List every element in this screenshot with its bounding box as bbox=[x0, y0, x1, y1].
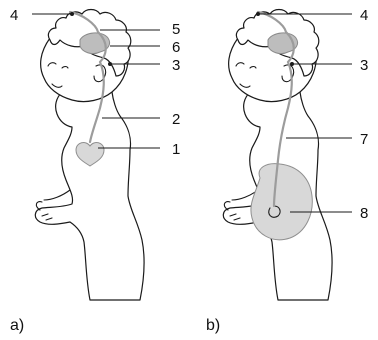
panel-a-label-3: 3 bbox=[172, 57, 180, 74]
panel-b-leader-3-dot bbox=[290, 62, 294, 66]
panel-b-caption: b) bbox=[206, 317, 220, 334]
panel-a-label-6: 6 bbox=[172, 39, 180, 56]
panel-a-label-1: 1 bbox=[172, 141, 180, 158]
panel-b-leader-4-dot bbox=[256, 12, 260, 16]
panel-a-body-outline bbox=[35, 92, 144, 300]
panel-b-label-3: 3 bbox=[360, 57, 368, 74]
panel-b-label-7: 7 bbox=[360, 131, 368, 148]
panel-a-caption: a) bbox=[10, 317, 24, 334]
panel-a-leader-3-dot bbox=[108, 62, 112, 66]
panel-a-leader-4-dot bbox=[70, 12, 74, 16]
panel-b-child-figure: 4 3 7 8 b) bbox=[206, 7, 368, 334]
panel-b-abdomen-organ bbox=[251, 164, 312, 240]
panel-a-label-2: 2 bbox=[172, 111, 180, 128]
panel-a-label-5: 5 bbox=[172, 21, 180, 38]
panel-a-child-figure: 4 5 6 3 2 1 a) bbox=[10, 7, 180, 334]
panel-b-label-8: 8 bbox=[360, 205, 368, 222]
panel-a-label-4: 4 bbox=[10, 7, 18, 24]
panel-b-label-4: 4 bbox=[360, 7, 368, 24]
